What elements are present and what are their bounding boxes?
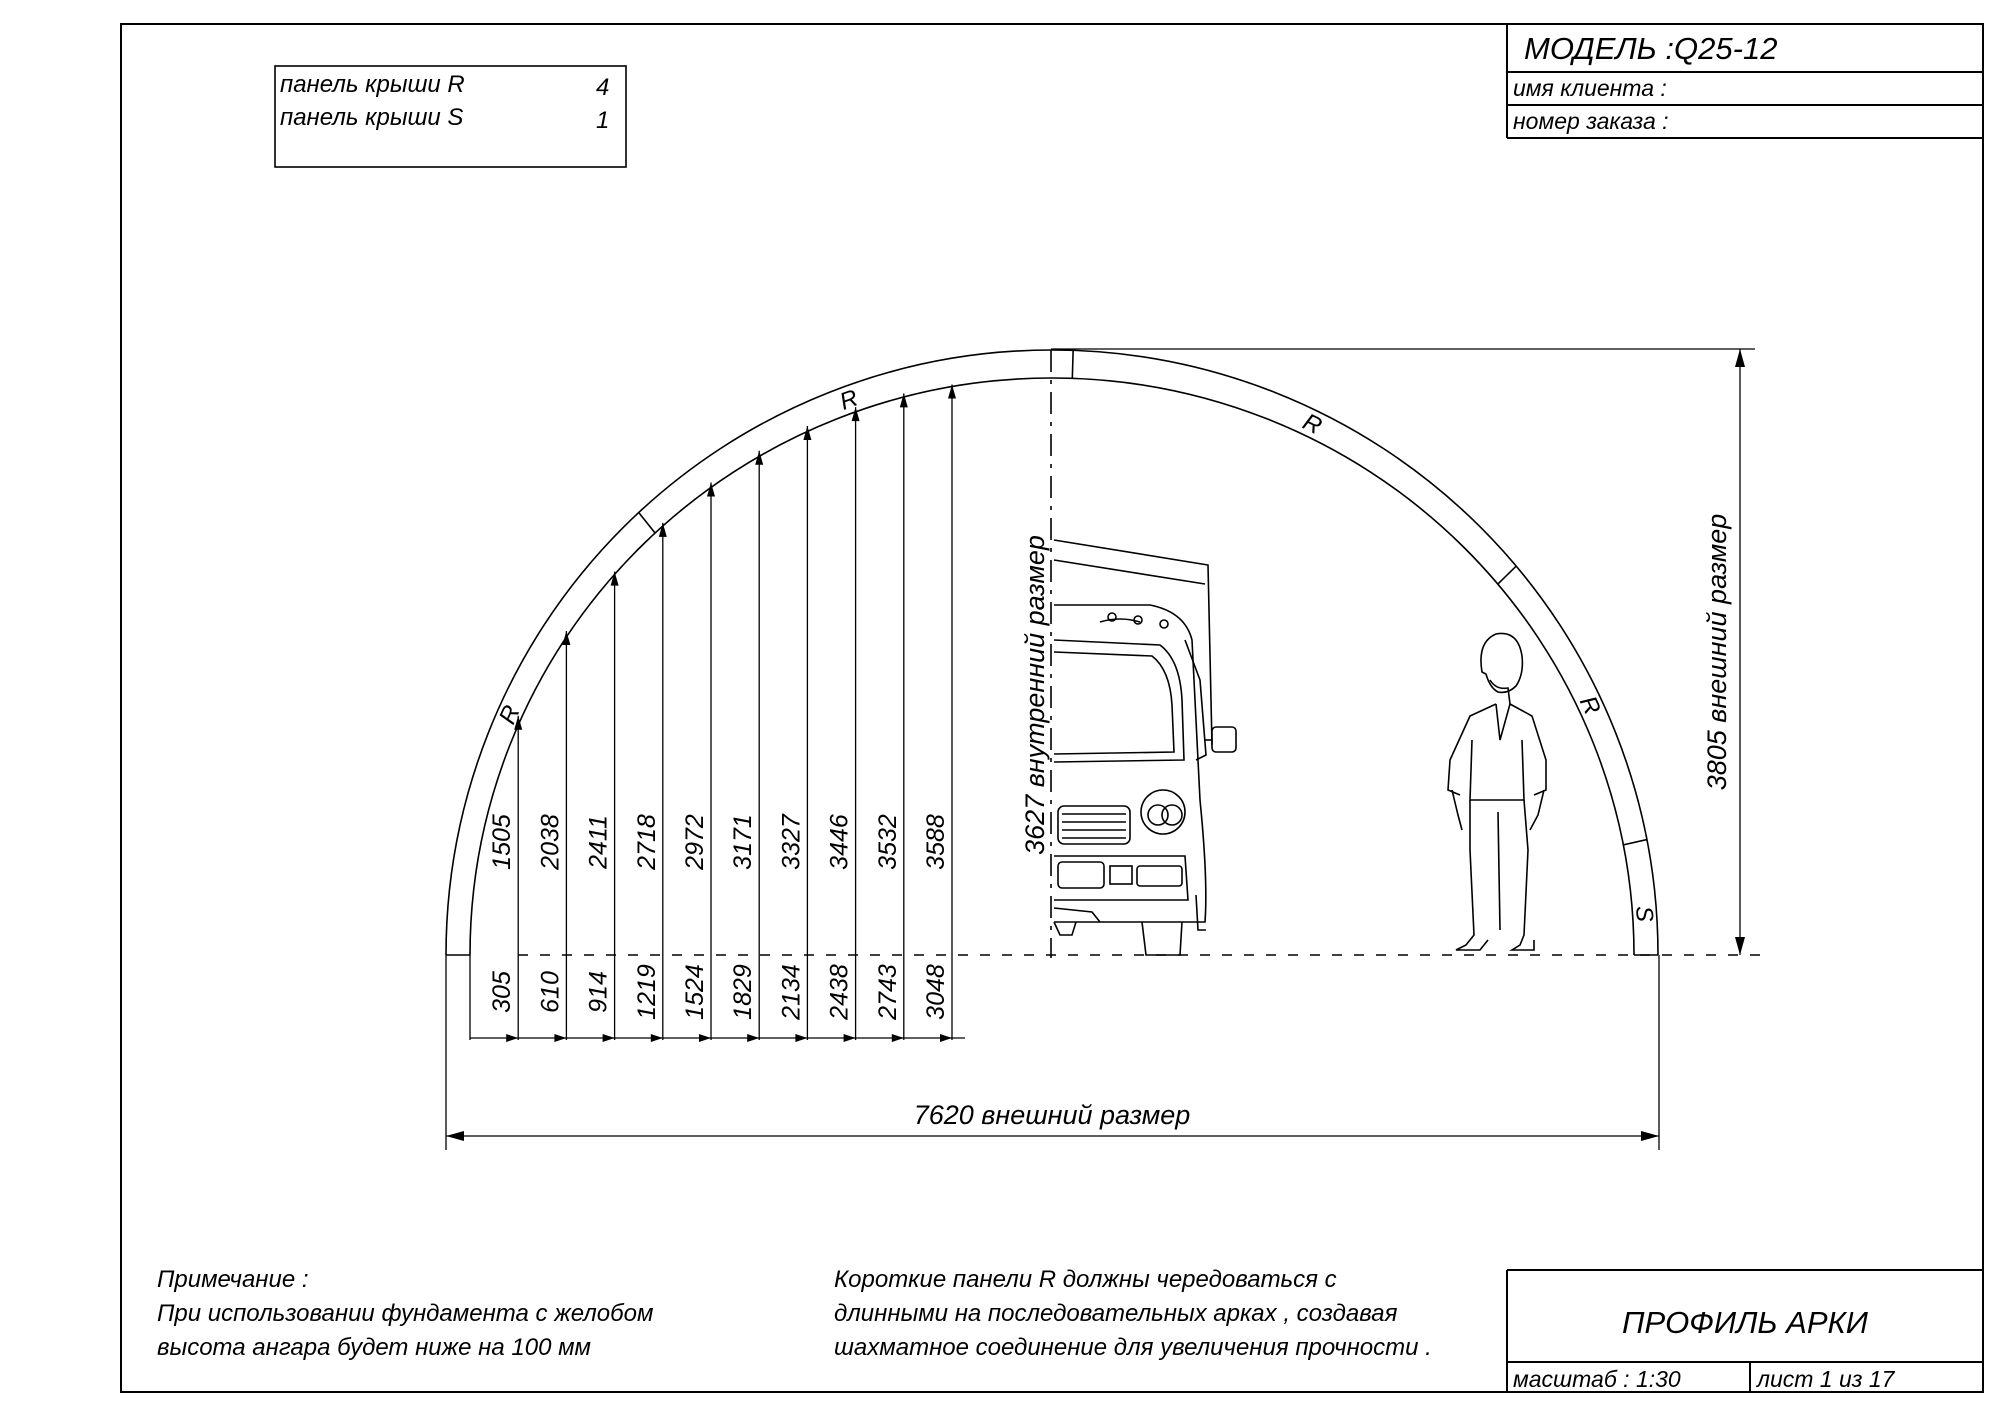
offset-value-label: 1219 (633, 964, 661, 1020)
offset-value-label: 1829 (729, 964, 757, 1020)
arch-panel-label: R (494, 701, 526, 728)
height-value-label: 2038 (536, 814, 564, 871)
height-value-label: 2411 (585, 815, 613, 870)
height-value-label: 3532 (874, 814, 902, 870)
arch-panel-label: R (1574, 692, 1606, 719)
arch-panel-label: R (1298, 408, 1325, 440)
person-illustration (1447, 632, 1547, 951)
title-block-bottom: ПРОФИЛЬ АРКИ масштаб : 1:30 лист 1 из 17 (1506, 1269, 1983, 1392)
drawing-frame (120, 23, 1984, 1393)
scale-label: масштаб : 1:30 (1513, 1366, 1681, 1392)
width-dimension-label: 7620 внешний размер (914, 1100, 1191, 1130)
height-value-label: 3327 (777, 813, 805, 870)
note-heading: Примечание : (157, 1266, 309, 1293)
arch-shape (445, 349, 1659, 956)
arch-panel-label: S (1630, 905, 1658, 923)
width-dimension: 7620 внешний размер (445, 955, 1660, 1150)
height-value-label: 3171 (729, 814, 757, 870)
notes-left: Примечание : При использовании фундамент… (157, 1266, 653, 1361)
panel-r-label: панель крыши R (280, 71, 465, 98)
panel-s-count: 1 (596, 107, 609, 134)
offset-value-label: 2743 (874, 964, 902, 1021)
height-dimensions: 1505 305 2038 610 2411 914 2718 1219 2972 1524 317… (469, 384, 965, 1042)
title-block-top: МОДЕЛЬ :Q25-12 имя клиента : номер заказ… (1506, 24, 1983, 139)
offset-value-label: 610 (536, 971, 564, 1013)
panel-note-line-2: длинными на последовательных арках , соз… (834, 1300, 1398, 1327)
height-dimension: 3805 внешний размер (1051, 348, 1755, 955)
panel-table: панель крыши R 4 панель крыши S 1 (274, 65, 627, 168)
arch-panel-joints (638, 350, 1648, 846)
note-line-2: высота ангара будет ниже на 100 мм (157, 1334, 591, 1361)
sheet-label: лист 1 из 17 (1755, 1366, 1896, 1392)
height-value-label: 1505 (488, 814, 516, 870)
panel-r-count: 4 (596, 74, 609, 101)
offset-value-label: 305 (488, 971, 516, 1013)
height-value-label: 2972 (681, 814, 709, 871)
offset-value-label: 914 (585, 971, 613, 1013)
inner-height-label: 3627 внутренний размер (1020, 535, 1050, 855)
panel-note-line-1: Короткие панели R должны чередоваться с (834, 1266, 1337, 1293)
height-dimension-label: 3805 внешний размер (1702, 514, 1732, 791)
panel-note-line-3: шахматное соединение для увеличения проч… (834, 1334, 1432, 1361)
model-label: МОДЕЛЬ :Q25-12 (1524, 31, 1777, 66)
client-label: имя клиента : (1513, 75, 1667, 101)
note-line-1: При использовании фундамента с желобом (157, 1300, 653, 1327)
offset-value-label: 2438 (826, 964, 854, 1021)
truck-illustration (1053, 539, 1237, 956)
arch-panel-label: R (836, 384, 862, 415)
offset-value-label: 2134 (777, 964, 805, 1021)
notes-right: Короткие панели R должны чередоваться с … (834, 1266, 1432, 1361)
panel-s-label: панель крыши S (280, 104, 463, 131)
sheet-title: ПРОФИЛЬ АРКИ (1622, 1305, 1869, 1340)
height-value-label: 3446 (826, 814, 854, 870)
order-label: номер заказа : (1513, 108, 1669, 134)
offset-value-label: 1524 (681, 964, 709, 1020)
height-value-label: 2718 (633, 814, 661, 871)
offset-value-label: 3048 (922, 964, 950, 1020)
height-value-label: 3588 (922, 814, 950, 870)
